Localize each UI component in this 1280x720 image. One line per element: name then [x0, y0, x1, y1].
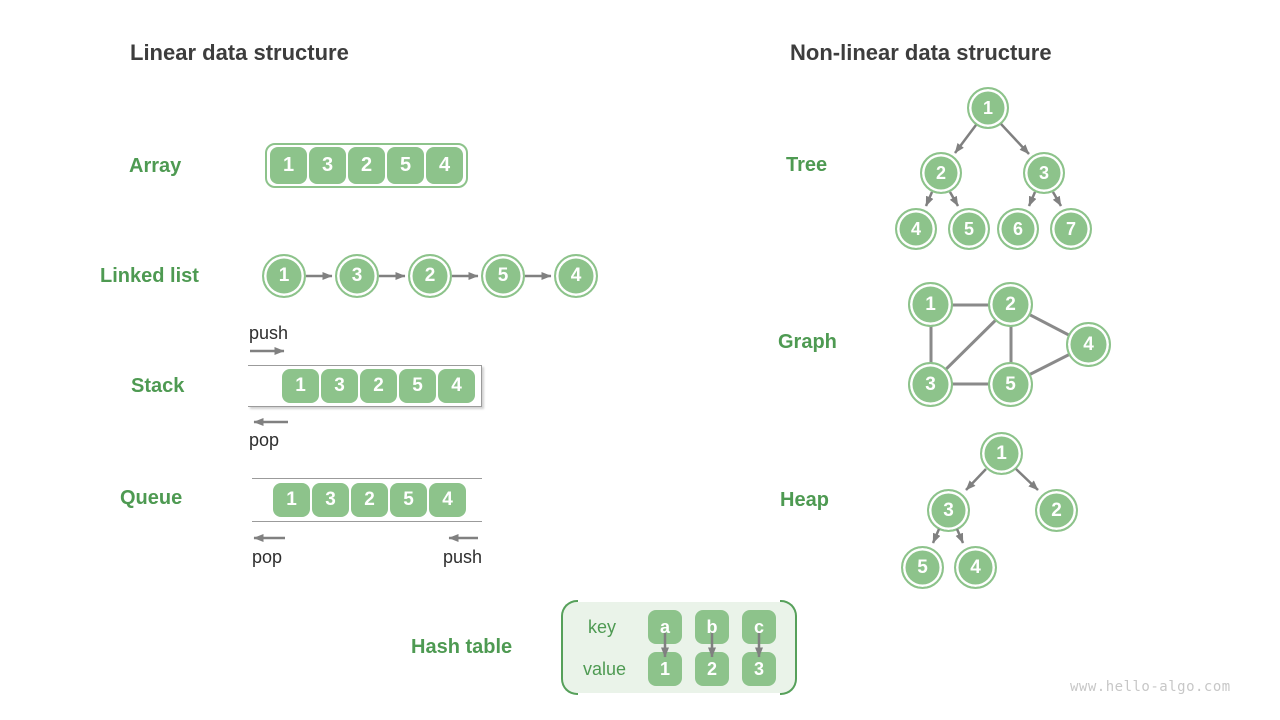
queue-container: 1 3 2 5 4 — [252, 478, 482, 522]
hash-key-cell: b — [695, 610, 729, 644]
hash-value-cell: 2 — [695, 652, 729, 686]
stack-cell: 4 — [438, 369, 475, 403]
hash-right-bracket — [780, 600, 797, 695]
stack-push-label: push — [249, 323, 289, 343]
stack-cell: 2 — [360, 369, 397, 403]
array-cell: 4 — [426, 147, 463, 184]
linked-list-node: 3 — [335, 254, 379, 298]
linked-list-node: 2 — [408, 254, 452, 298]
array-cell: 3 — [309, 147, 346, 184]
queue-pop-label: pop — [252, 547, 283, 567]
linked-list-node: 5 — [481, 254, 525, 298]
tree-edge-arrow — [954, 124, 977, 154]
hash-value-cell: 1 — [648, 652, 682, 686]
tree-edge-arrow — [1027, 191, 1037, 207]
heap-edge-arrow — [955, 528, 965, 544]
heap-node: 1 — [980, 432, 1023, 475]
tree-edge-arrow — [1051, 191, 1063, 207]
stack-container: 1 3 2 5 4 — [248, 365, 482, 407]
tree-node: 4 — [895, 208, 937, 250]
stack-pop-label: pop — [249, 430, 280, 450]
array-label: Array — [129, 155, 182, 177]
tree-edge-arrow — [1000, 123, 1030, 155]
tree-label: Tree — [786, 154, 828, 176]
heap-node: 4 — [954, 546, 997, 589]
queue-cell: 2 — [351, 483, 388, 517]
hash-value-cell: 3 — [742, 652, 776, 686]
hash-left-bracket — [561, 600, 578, 695]
queue-push-label: push — [443, 547, 483, 567]
queue-cell: 3 — [312, 483, 349, 517]
queue-cell: 5 — [390, 483, 427, 517]
tree-node: 3 — [1023, 152, 1065, 194]
queue-label: Queue — [120, 487, 183, 509]
tree-node: 6 — [997, 208, 1039, 250]
hash-table-label: Hash table — [411, 636, 513, 658]
hash-value-label: value — [583, 659, 627, 679]
stack-cell: 3 — [321, 369, 358, 403]
heap-node: 3 — [927, 489, 970, 532]
graph-node: 4 — [1066, 322, 1111, 367]
graph-node: 5 — [988, 362, 1033, 407]
stack-label: Stack — [131, 375, 185, 397]
heap-node: 5 — [901, 546, 944, 589]
heap-edge-arrow — [1015, 468, 1039, 491]
array-container: 1 3 2 5 4 — [265, 143, 468, 188]
stack-cell: 5 — [399, 369, 436, 403]
tree-node: 2 — [920, 152, 962, 194]
linear-title: Linear data structure — [130, 40, 349, 65]
watermark: www.hello-algo.com — [1070, 679, 1231, 695]
graph-node: 3 — [908, 362, 953, 407]
tree-edge-arrow — [924, 191, 934, 207]
nonlinear-title: Non-linear data structure — [790, 40, 1052, 65]
hash-key-cell: a — [648, 610, 682, 644]
heap-label: Heap — [780, 489, 829, 511]
graph-label: Graph — [778, 331, 837, 353]
tree-node: 7 — [1050, 208, 1092, 250]
array-cell: 1 — [270, 147, 307, 184]
linked-list-node: 1 — [262, 254, 306, 298]
queue-cell: 4 — [429, 483, 466, 517]
tree-node: 5 — [948, 208, 990, 250]
graph-node: 1 — [908, 282, 953, 327]
hash-key-label: key — [588, 617, 617, 637]
array-cell: 5 — [387, 147, 424, 184]
hash-key-cell: c — [742, 610, 776, 644]
tree-node: 1 — [967, 87, 1009, 129]
stack-cell: 1 — [282, 369, 319, 403]
linked-list-label: Linked list — [100, 265, 199, 287]
array-cell: 2 — [348, 147, 385, 184]
queue-cell: 1 — [273, 483, 310, 517]
heap-node: 2 — [1035, 489, 1078, 532]
heap-edge-arrow — [931, 528, 941, 544]
linked-list-node: 4 — [554, 254, 598, 298]
graph-node: 2 — [988, 282, 1033, 327]
heap-edge-arrow — [965, 468, 987, 491]
tree-edge-arrow — [948, 191, 960, 207]
